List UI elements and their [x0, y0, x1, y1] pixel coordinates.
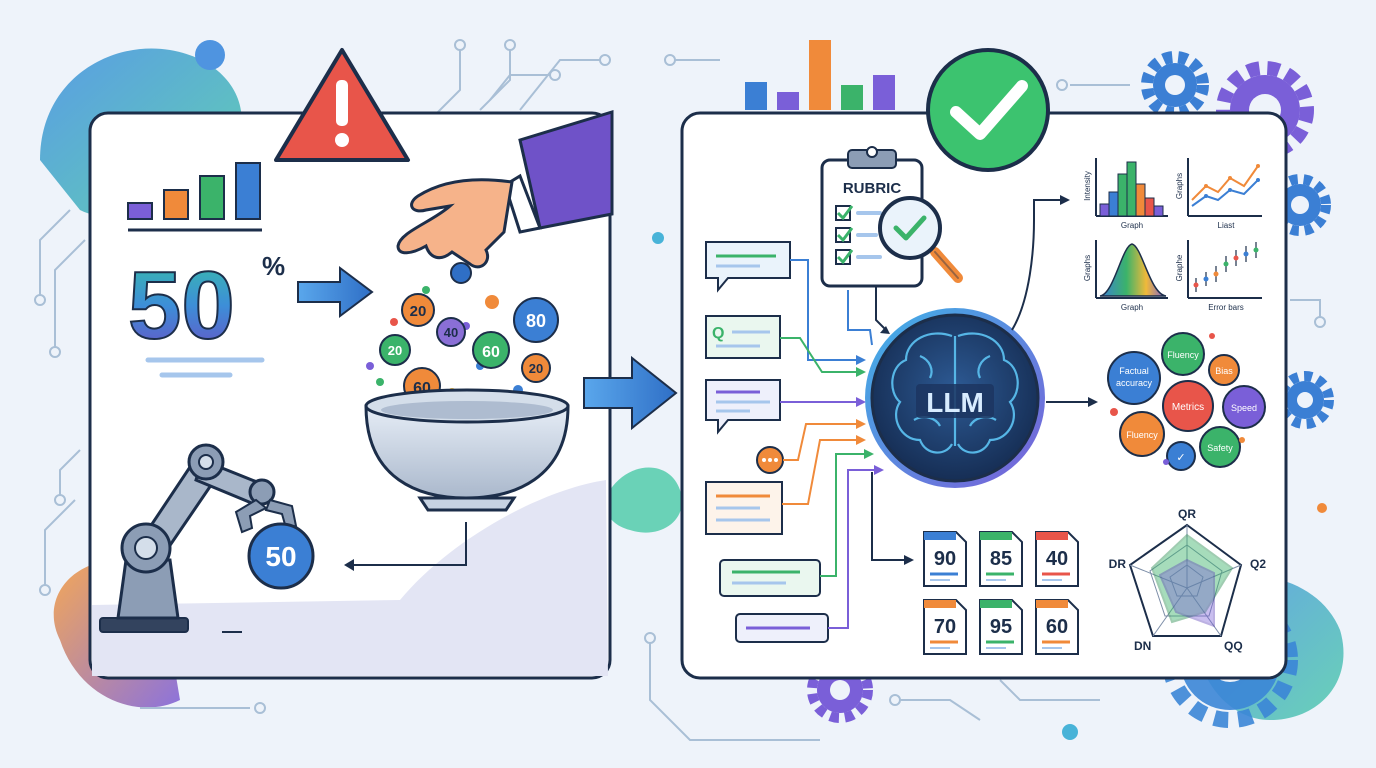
line-chart-xlabel: Liast [1218, 221, 1236, 230]
score-card: 85 [979, 531, 1023, 587]
connector-arrowheads [856, 326, 890, 475]
input-bubbles: Q [705, 241, 829, 643]
output-connectors [871, 199, 1090, 561]
chat-bubble-icon [705, 241, 791, 293]
score-value: 85 [990, 548, 1012, 570]
score-value: 95 [990, 616, 1012, 638]
score-card: 95 [979, 599, 1023, 655]
right-panel: RUBRIC [680, 111, 1288, 680]
metric-safety: Safety [1207, 443, 1233, 453]
ball-3 [513, 297, 559, 343]
input-connectors [780, 259, 887, 629]
score-value: 40 [1046, 548, 1068, 570]
percent-sign: % [262, 251, 285, 281]
score-value: 90 [934, 548, 956, 570]
right-arrow-icon [297, 266, 374, 318]
typing-indicator-icon [756, 446, 784, 474]
score-value: 60 [1046, 616, 1068, 638]
picked-ball-label: 50 [265, 541, 296, 572]
check-badge-icon [926, 48, 1050, 172]
mini-chart-line: Graphs Liast [1175, 158, 1262, 230]
chat-bubble-icon [735, 613, 829, 643]
top-bar-chart-icon [745, 40, 895, 110]
chat-bubble-icon [705, 481, 783, 535]
ball-2-label: 40 [444, 325, 458, 340]
radar-label-bottom-right: QQ [1224, 639, 1243, 653]
ball-4 [379, 334, 411, 366]
metric-speed: Speed [1231, 403, 1257, 413]
radar-label-bottom-left: DN [1134, 639, 1151, 653]
score-card: 90 [923, 531, 967, 587]
radar-label-right: Q2 [1250, 557, 1266, 571]
score-value: 70 [934, 616, 956, 638]
gear-icon [1276, 371, 1334, 429]
score-card: 60 [1035, 599, 1079, 655]
question-label: Q [712, 325, 724, 342]
ball-4-label: 20 [388, 343, 402, 358]
radar-label-top: QR [1178, 507, 1196, 521]
hand-icon [396, 109, 614, 269]
mini-chart-histogram: Intensity Graph [1083, 158, 1168, 230]
metric-factual-line1: Factual [1119, 366, 1149, 376]
ball-3-label: 80 [526, 311, 546, 331]
ball-5-label: 60 [482, 344, 500, 361]
metric-fluency-top: Fluency [1167, 350, 1199, 360]
radar-chart: QR Q2 QQ DN DR [1109, 507, 1267, 653]
errorbar-chart-xlabel: Error bars [1208, 303, 1244, 312]
brain-icon [891, 332, 1019, 454]
bell-chart-ylabel: Graphs [1083, 255, 1092, 281]
metric-center: Metrics [1172, 402, 1204, 413]
score-card: 40 [1035, 531, 1079, 587]
line-chart-ylabel: Graphs [1175, 173, 1184, 199]
mini-chart-errorbars: Graphe Error bars [1175, 240, 1262, 312]
warning-icon [274, 48, 410, 162]
ball-5 [472, 331, 510, 369]
ball-1 [401, 293, 435, 327]
gear-icon [1269, 174, 1331, 236]
metric-fluency-left: Fluency [1126, 430, 1158, 440]
mini-chart-bell: Graphs Graph [1083, 240, 1168, 312]
ball-6 [521, 353, 551, 383]
left-panel: 50 % 20 40 80 [88, 109, 614, 680]
metrics-cluster: Factual accuracy Fluency Bias Metrics Sp… [1107, 332, 1266, 471]
score-cards: 90 85 40 70 [923, 531, 1079, 655]
chat-bubble-icon [719, 559, 821, 597]
llm-node: LLM [865, 308, 1045, 488]
histogram-ylabel: Intensity [1083, 171, 1092, 201]
score-card: 70 [923, 599, 967, 655]
histogram-xlabel: Graph [1121, 221, 1143, 230]
transition-arrow-icon [583, 355, 678, 431]
small-bar-chart-icon [127, 162, 262, 232]
bowl-icon [364, 388, 570, 512]
llm-label: LLM [926, 387, 984, 418]
errorbar-chart-ylabel: Graphe [1175, 254, 1184, 281]
ball-6-label: 20 [529, 361, 543, 376]
radar-label-left: DR [1109, 557, 1127, 571]
rubric-title: RUBRIC [843, 180, 901, 197]
percent-value: 50 [128, 252, 235, 359]
metric-check: ✓ [1176, 452, 1185, 464]
robot-arm-icon [99, 443, 298, 633]
magnifier-icon [878, 196, 963, 283]
picked-ball [247, 522, 315, 590]
ball-1-label: 20 [410, 303, 427, 320]
chat-bubble-icon: Q [705, 315, 781, 359]
ball-2 [436, 317, 466, 347]
chat-bubble-icon [705, 379, 781, 435]
gear-icon [1141, 51, 1209, 119]
metric-bias: Bias [1215, 366, 1233, 376]
bell-chart-xlabel: Graph [1121, 303, 1143, 312]
metric-factual-line2: accuracy [1116, 378, 1153, 388]
